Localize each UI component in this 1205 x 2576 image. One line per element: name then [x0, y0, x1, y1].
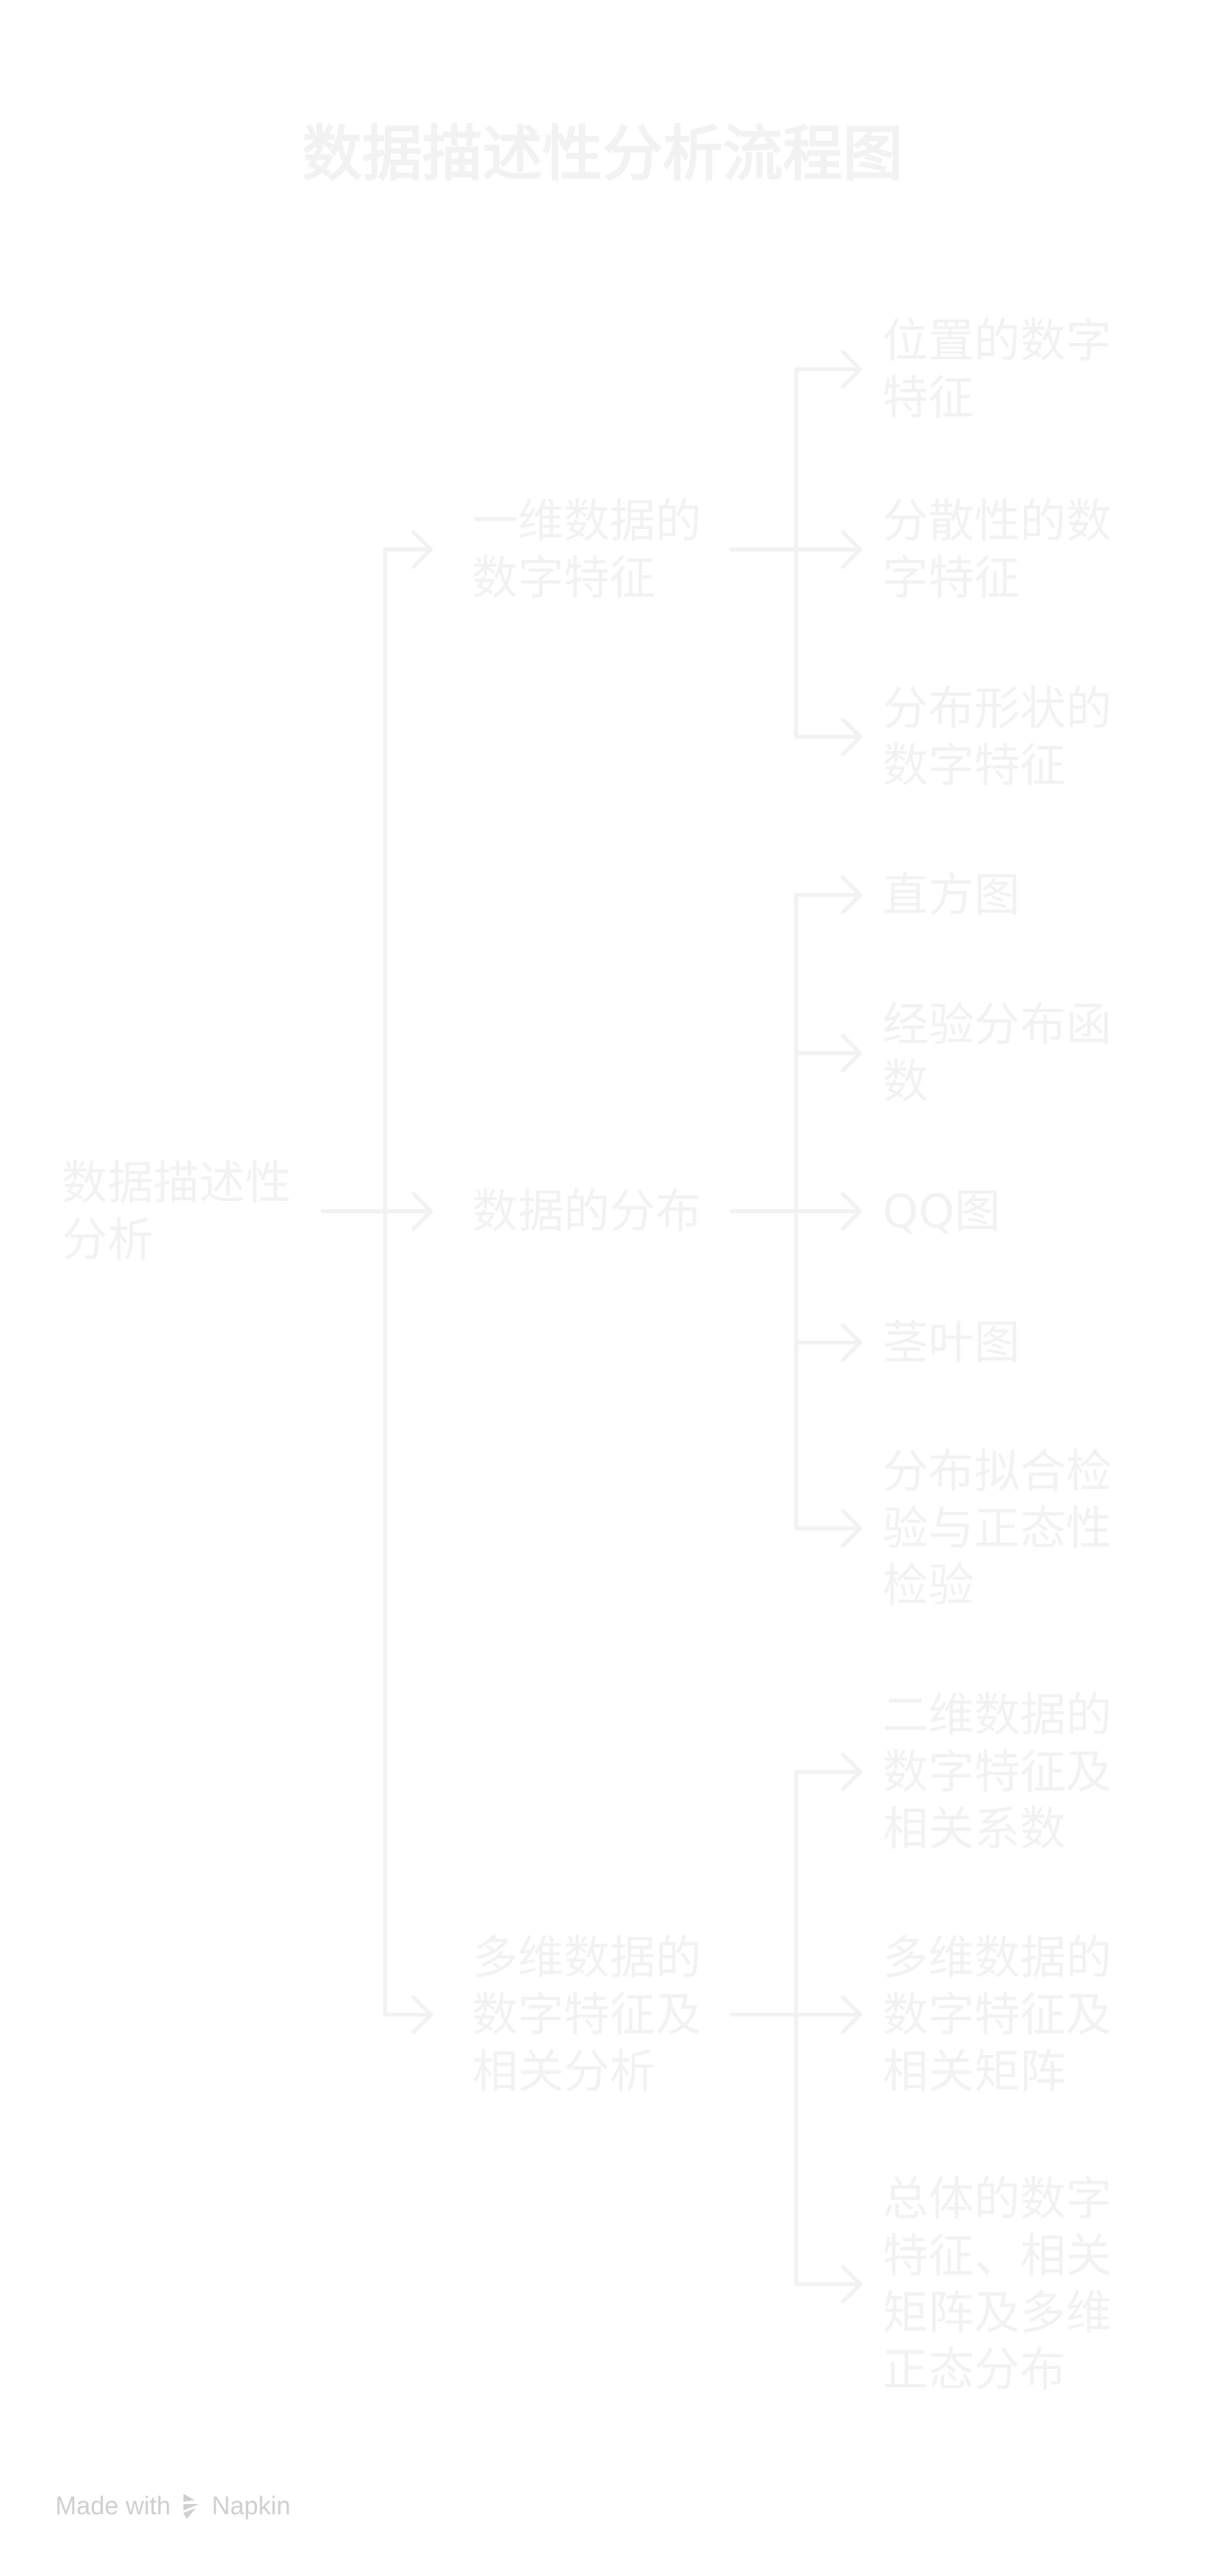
footer-attribution[interactable]: Made with Napkin [55, 2491, 290, 2521]
root-node: 数据描述性分析 [62, 1156, 292, 1267]
napkin-logo-icon [183, 2494, 199, 2519]
leaf-node: 茎叶图 [882, 1316, 1021, 1369]
arrow-head-icon [840, 1323, 863, 1362]
arrow-head-icon [840, 875, 863, 915]
arrow-head-icon [840, 349, 863, 389]
arrow-head-icon [411, 530, 433, 569]
branch-node: 数据的分布 [472, 1184, 702, 1238]
leaf-node: 分布形状的数字特征 [882, 682, 1112, 792]
leaf-node: 二维数据的数字特征及相关系数 [882, 1688, 1112, 1856]
arrow-head-icon [411, 1995, 433, 2034]
leaf-node: 分布拟合检验与正态性检验 [882, 1445, 1112, 1612]
made-with-label: Made with [55, 2491, 171, 2520]
leaf-node: 总体的数字特征、相关矩阵及多维正态分布 [882, 2172, 1112, 2397]
arrow-head-icon [840, 1509, 863, 1548]
leaf-node: 经验分布函数 [882, 998, 1112, 1109]
arrow-head-icon [411, 1192, 433, 1231]
arrow-head-icon [840, 1752, 863, 1792]
arrow-head-icon [840, 1192, 863, 1231]
branch-node: 一维数据的数字特征 [472, 494, 702, 605]
arrow-head-icon [840, 1033, 863, 1073]
diagram-title: 数据描述性分析流程图 [302, 119, 903, 189]
arrow-head-icon [840, 1995, 863, 2034]
leaf-node: QQ图 [882, 1184, 1001, 1238]
napkin-brand-label: Napkin [211, 2491, 291, 2520]
leaf-node: 分散性的数字特征 [882, 494, 1112, 605]
arrow-head-icon [840, 717, 863, 757]
branch-node: 多维数据的数字特征及相关分析 [472, 1931, 702, 2098]
arrow-head-icon [840, 530, 863, 569]
leaf-node: 多维数据的数字特征及相关矩阵 [882, 1931, 1112, 2098]
leaf-node: 直方图 [882, 868, 1021, 922]
leaf-node: 位置的数字特征 [882, 314, 1112, 425]
arrow-head-icon [840, 2264, 863, 2304]
